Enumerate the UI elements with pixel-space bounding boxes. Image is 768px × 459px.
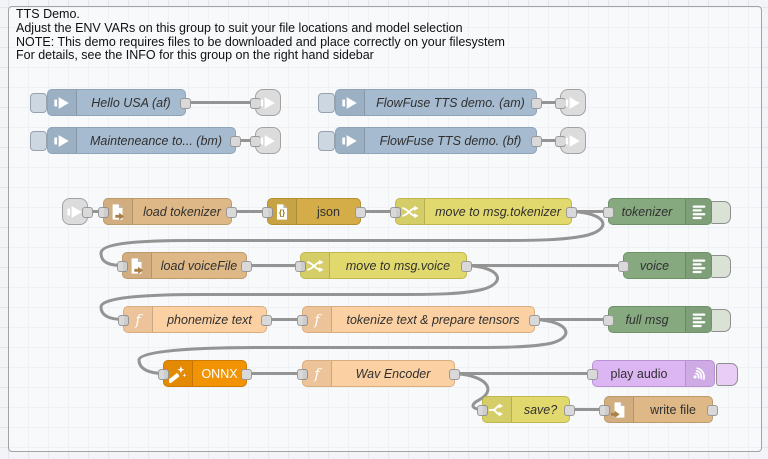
node-onnx[interactable]: ONNX <box>158 360 252 387</box>
file-out-icon <box>123 253 152 278</box>
wire[interactable] <box>137 318 568 375</box>
play-audio-button[interactable] <box>716 363 738 386</box>
shuffle-icon <box>301 253 330 278</box>
node-label: load tokenizer <box>143 204 221 219</box>
function-icon <box>124 307 153 332</box>
node-debug-tokenizer[interactable]: tokenizer <box>603 198 712 225</box>
node-function-tokenize-tensors[interactable]: tokenize text & prepare tensors <box>297 306 540 333</box>
node-link-out[interactable] <box>250 89 281 116</box>
node-label: json <box>317 204 340 219</box>
node-label: Mainteneance to... (bm) <box>89 133 222 148</box>
node-label: FlowFuse TTS demo. (am) <box>376 95 525 110</box>
node-function-phonemize[interactable]: phonemize text <box>118 306 272 333</box>
debug-lines-icon <box>685 307 711 332</box>
inject-arrow-icon <box>48 90 77 115</box>
group-description: TTS Demo. Adjust the ENV VARs on this gr… <box>16 7 505 63</box>
node-label: ONNX <box>201 366 238 381</box>
json-file-icon <box>268 199 297 224</box>
link-arrow-icon <box>66 203 84 221</box>
wire[interactable] <box>99 210 605 267</box>
node-label: Wav Encoder <box>355 366 431 381</box>
node-json[interactable]: json <box>262 198 366 225</box>
node-label: tokenize text & prepare tensors <box>346 312 520 327</box>
inject-button[interactable] <box>318 131 335 151</box>
node-label: voice <box>639 258 670 273</box>
node-label: tokenizer <box>621 204 673 219</box>
node-load-voicefile[interactable]: load voiceFile <box>117 252 252 279</box>
link-arrow-icon <box>564 94 582 112</box>
node-function-wav-encoder[interactable]: Wav Encoder <box>297 360 460 387</box>
note-line: TTS Demo. <box>16 7 80 21</box>
node-label: FlowFuse TTS demo. (bf) <box>379 133 522 148</box>
debug-lines-icon <box>685 253 711 278</box>
debug-lines-icon <box>685 199 711 224</box>
node-change-move-voice[interactable]: move to msg.voice <box>295 252 472 279</box>
node-link-out[interactable] <box>555 89 586 116</box>
inject-arrow-icon <box>336 128 365 153</box>
node-inject-flowfuse-am[interactable]: FlowFuse TTS demo. (am) <box>335 89 542 116</box>
note-line: NOTE: This demo requires files to be dow… <box>16 34 505 49</box>
node-inject-hello-usa[interactable]: Hello USA (af) <box>47 89 191 116</box>
fork-icon <box>483 397 512 422</box>
debug-toggle-button[interactable] <box>710 309 731 332</box>
inject-button[interactable] <box>318 93 335 113</box>
node-load-tokenizer[interactable]: load tokenizer <box>98 198 237 225</box>
node-label: phonemize text <box>167 312 252 327</box>
node-label: load voiceFile <box>160 258 238 273</box>
link-arrow-icon <box>564 132 582 150</box>
node-write-file[interactable]: write file <box>599 396 718 423</box>
node-switch-save[interactable]: save? <box>477 396 575 423</box>
node-change-move-tokenizer[interactable]: move to msg.tokenizer <box>390 198 577 225</box>
node-label: write file <box>650 402 696 417</box>
function-icon <box>303 307 332 332</box>
shuffle-icon <box>396 199 425 224</box>
link-arrow-icon <box>259 132 277 150</box>
inject-arrow-icon <box>48 128 77 153</box>
inject-button[interactable] <box>30 131 47 151</box>
wire[interactable] <box>453 372 490 411</box>
magic-wand-icon <box>164 361 193 386</box>
note-line: Adjust the ENV VARs on this group to sui… <box>16 20 463 35</box>
node-inject-maintenance[interactable]: Mainteneance to... (bm) <box>47 127 241 154</box>
node-debug-voice[interactable]: voice <box>618 252 712 279</box>
wire[interactable] <box>99 264 499 321</box>
node-inject-flowfuse-bf[interactable]: FlowFuse TTS demo. (bf) <box>335 127 542 154</box>
audio-waves-icon <box>685 361 714 386</box>
debug-toggle-button[interactable] <box>710 255 731 278</box>
inject-button[interactable] <box>30 93 47 113</box>
node-link-in[interactable] <box>62 198 93 225</box>
link-arrow-icon <box>259 94 277 112</box>
node-label: play audio <box>610 366 668 381</box>
node-label: full msg <box>625 312 669 327</box>
file-in-icon <box>605 397 634 422</box>
node-label: Hello USA (af) <box>91 95 171 110</box>
node-link-out[interactable] <box>250 127 281 154</box>
node-label: move to msg.voice <box>345 258 451 273</box>
node-label: save? <box>523 402 558 417</box>
node-label: move to msg.tokenizer <box>435 204 561 219</box>
node-play-audio[interactable]: play audio <box>587 360 715 387</box>
file-out-icon <box>104 199 133 224</box>
node-link-out[interactable] <box>555 127 586 154</box>
function-icon <box>303 361 332 386</box>
node-debug-full-msg[interactable]: full msg <box>603 306 712 333</box>
debug-toggle-button[interactable] <box>710 201 731 224</box>
inject-arrow-icon <box>336 90 365 115</box>
note-line: For details, see the INFO for this group… <box>16 48 374 63</box>
